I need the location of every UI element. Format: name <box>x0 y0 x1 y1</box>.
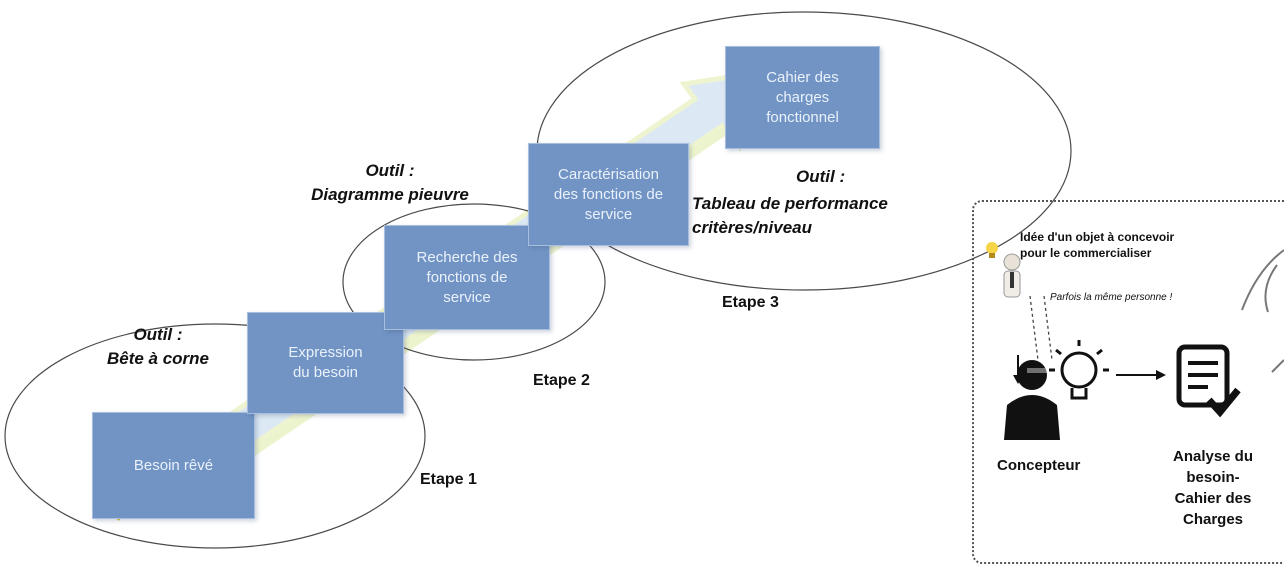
tool-label-1: Outil : Bête à corne <box>106 325 210 368</box>
box-expression-besoin: Expression du besoin <box>247 312 404 414</box>
small-lightbulb-icon <box>986 242 998 258</box>
stage-1-ellipse <box>4 323 426 549</box>
stage-2-label: Etape 2 <box>533 372 590 389</box>
small-person-icon <box>1003 253 1021 298</box>
tool-label-3-heading: Outil : <box>796 167 846 186</box>
stage-2-ellipse <box>342 203 606 361</box>
idea-text: Idée d'un objet à concevoir pour le comm… <box>1020 230 1175 260</box>
stage-1-label: Etape 1 <box>420 471 477 488</box>
lightbulb-icon <box>1049 340 1109 400</box>
box-cahier-charges: Cahier des charges fonctionnel <box>725 46 880 149</box>
analyse-label: Analyse du besoin- Cahier des Charges <box>1172 448 1254 528</box>
box-caracterisation-fonctions: Caractérisation des fonctions de service <box>528 143 689 246</box>
dotted-link-arrows <box>1029 295 1053 361</box>
box-recherche-fonctions: Recherche des fonctions de service <box>384 225 550 330</box>
box-besoin-reve: Besoin rêvé <box>92 412 255 519</box>
document-check-icon <box>1176 344 1241 418</box>
same-person-note: Parfois la même personne ! <box>1050 292 1173 303</box>
stage-3-label: Etape 3 <box>722 294 779 311</box>
feedback-curved-arrows <box>1241 249 1284 373</box>
concepteur-label: Concepteur <box>997 457 1081 474</box>
panel-graphics <box>986 242 1284 440</box>
tool-label-3-body: Tableau de performance critères/niveau <box>692 194 888 237</box>
designer-icon <box>1004 360 1060 440</box>
tool-label-2: Outil : Diagramme pieuvre <box>311 161 469 204</box>
